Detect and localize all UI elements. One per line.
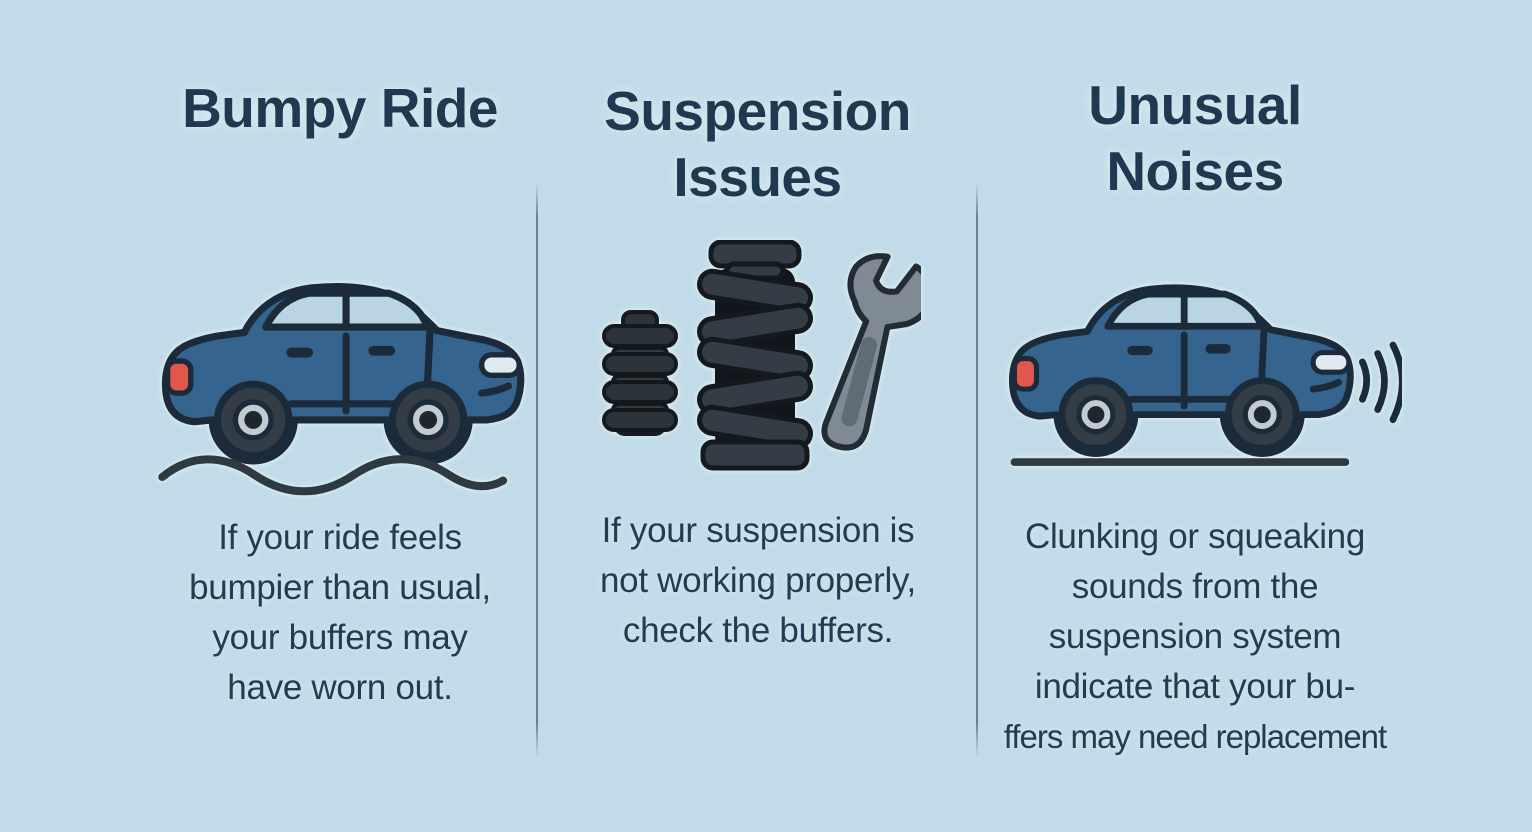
body-line: have worn out.	[227, 668, 453, 707]
column-body-bumpy-ride: If your ride feels bumpier than usual, y…	[110, 513, 570, 713]
body-line: indicate that your bu-	[1034, 667, 1356, 706]
column-title-suspension-issues: Suspension Issues	[545, 78, 970, 210]
body-line: sounds from the	[1071, 567, 1319, 606]
car-noise-svg	[1009, 284, 1402, 466]
column-divider-right	[976, 183, 978, 757]
column-body-suspension-issues: If your suspension is not working proper…	[533, 506, 983, 656]
car-on-bumpy-road-icon	[155, 270, 530, 502]
column-title-bumpy-ride: Bumpy Ride	[110, 75, 570, 141]
body-line: suspension system	[1048, 617, 1342, 656]
body-line: your buffers may	[212, 618, 468, 657]
body-line: If your ride feels	[218, 518, 462, 557]
body-line: ffers may need replacement	[1003, 718, 1387, 755]
body-line: not working properly,	[600, 561, 916, 600]
title-line: Noises	[1106, 140, 1284, 202]
body-line: bumpier than usual,	[189, 568, 491, 607]
body-line: If your suspension is	[601, 511, 915, 550]
wrench-icon	[821, 253, 921, 451]
column-body-unusual-noises: Clunking or squeaking sounds from the su…	[960, 512, 1430, 762]
bumpy-road-wave	[158, 455, 508, 496]
body-line: check the buffers.	[622, 611, 894, 650]
body-line: Clunking or squeaking	[1024, 517, 1366, 556]
title-line: Issues	[673, 146, 842, 208]
car-bumpy-road-svg	[158, 283, 525, 496]
column-title-unusual-noises: Unusual Noises	[980, 72, 1410, 204]
title-line: Suspension	[604, 80, 911, 142]
buffer-icon	[602, 310, 678, 436]
buffer-spring-wrench-icon	[591, 240, 921, 480]
column-bumpy-ride: Bumpy Ride	[110, 75, 570, 707]
car-with-noise-waves-icon	[1002, 272, 1402, 474]
column-suspension-issues: Suspension Issues	[545, 78, 970, 650]
coil-spring-icon	[697, 240, 813, 471]
column-unusual-noises: Unusual Noises	[980, 72, 1410, 755]
title-line: Unusual	[1088, 74, 1302, 136]
column-divider-left	[536, 183, 538, 757]
title-line: Bumpy Ride	[182, 77, 498, 139]
sound-waves	[1359, 341, 1402, 424]
buffer-spring-wrench-svg	[602, 240, 921, 471]
